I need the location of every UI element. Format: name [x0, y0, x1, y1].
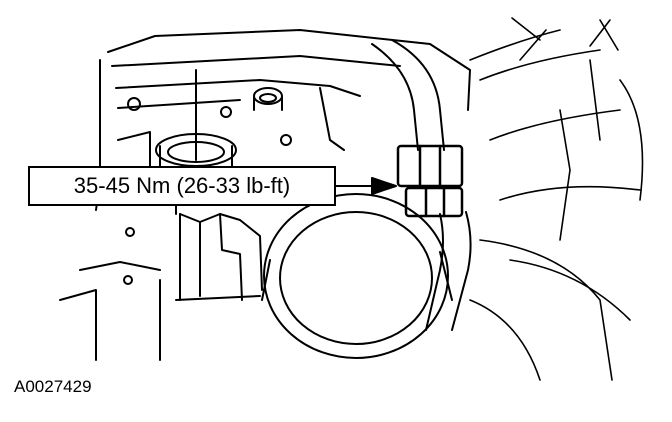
torque-callout-box: 35-45 Nm (26-33 lb-ft) — [28, 166, 336, 206]
tube-line — [371, 39, 472, 331]
figure-id-label: A0027429 — [14, 377, 92, 396]
bore-port — [117, 87, 292, 285]
bracket — [175, 213, 263, 301]
engine-block — [59, 29, 471, 361]
leader-arrow — [335, 177, 397, 195]
tube-nut-fitting — [396, 144, 464, 218]
round-component — [261, 193, 453, 359]
torque-spec-label: 35-45 Nm (26-33 lb-ft) — [73, 173, 291, 198]
hoses — [469, 17, 644, 381]
